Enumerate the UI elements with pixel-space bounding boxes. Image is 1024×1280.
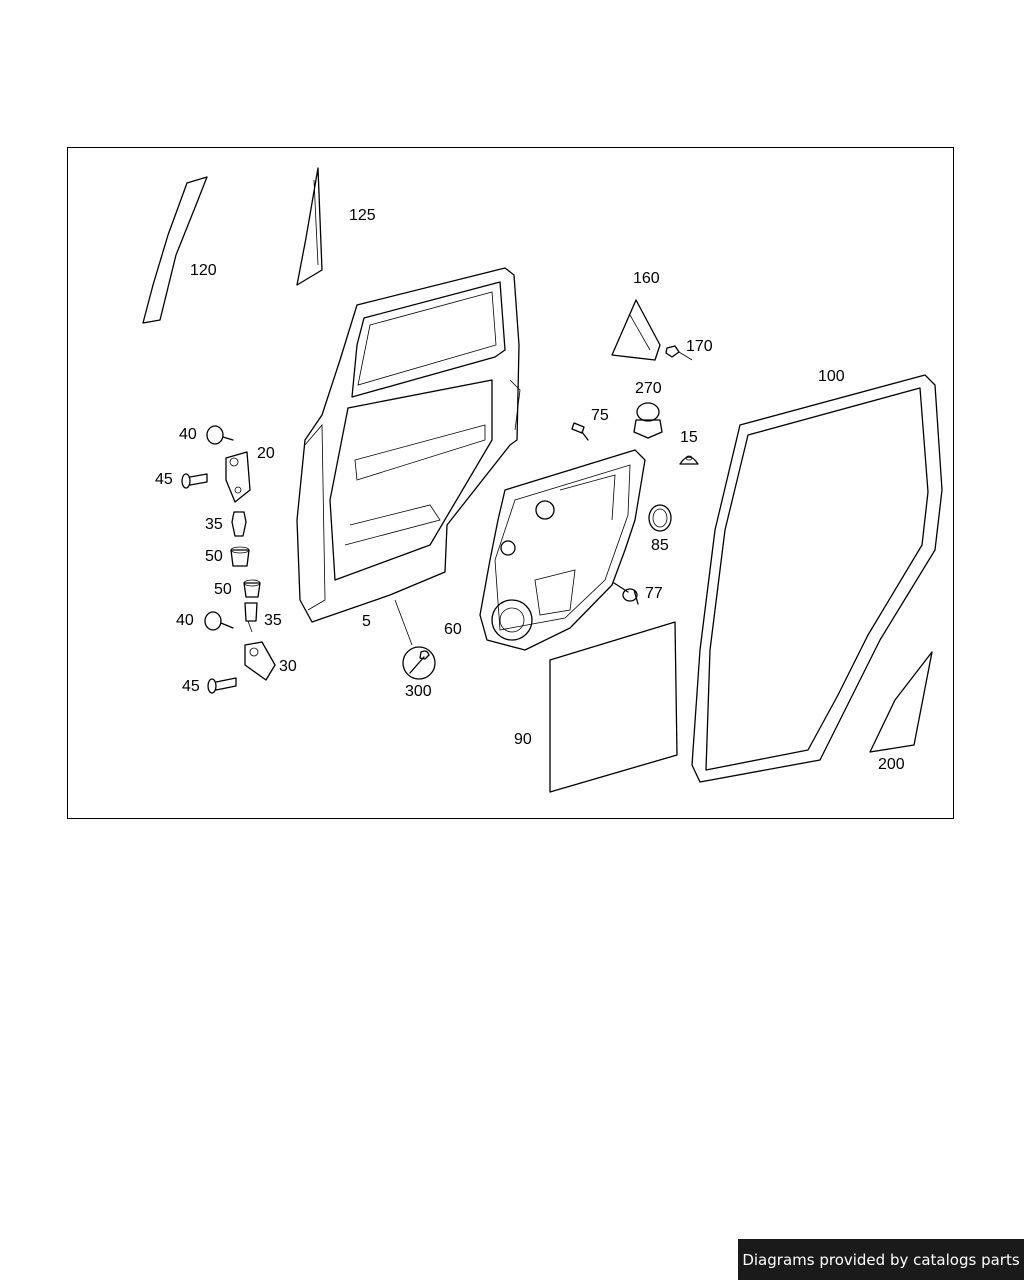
label-60: 60	[444, 621, 462, 638]
part-120-trim-strip[interactable]	[142, 176, 208, 324]
part-35-pin-lower[interactable]	[244, 602, 258, 633]
label-50-upper: 50	[205, 548, 223, 565]
label-125: 125	[349, 207, 376, 224]
part-85-ring[interactable]	[648, 504, 672, 532]
part-30-hinge-lower[interactable]	[244, 641, 276, 681]
part-100-door-seal[interactable]	[691, 374, 943, 783]
label-300: 300	[405, 683, 432, 700]
diagram-frame	[67, 147, 954, 819]
part-35-pin-upper[interactable]	[231, 511, 247, 537]
label-85: 85	[651, 537, 669, 554]
part-60-regulator-panel[interactable]	[479, 449, 646, 651]
label-35-upper: 35	[205, 516, 223, 533]
label-200: 200	[878, 756, 905, 773]
label-35-lower: 35	[264, 612, 282, 629]
part-50-bush-upper[interactable]	[230, 546, 250, 567]
part-90-foil-sheet[interactable]	[549, 621, 678, 793]
label-120: 120	[190, 262, 217, 279]
part-75-screw[interactable]	[571, 422, 589, 441]
label-30: 30	[279, 658, 297, 675]
part-45-screw-lower[interactable]	[207, 677, 237, 694]
label-40-upper: 40	[179, 426, 197, 443]
part-125-triangle-trim[interactable]	[296, 167, 323, 286]
label-90: 90	[514, 731, 532, 748]
part-77-bolt[interactable]	[613, 582, 639, 605]
part-160-cover[interactable]	[611, 299, 661, 361]
part-170-clip[interactable]	[665, 345, 693, 361]
label-50-lower: 50	[214, 581, 232, 598]
part-40-bolt-upper[interactable]	[206, 425, 234, 445]
label-20: 20	[257, 445, 275, 462]
part-50-bush-lower[interactable]	[243, 579, 261, 598]
label-45-upper: 45	[155, 471, 173, 488]
label-170: 170	[686, 338, 713, 355]
leader-300	[394, 599, 413, 646]
label-160: 160	[633, 270, 660, 287]
footer-banner: Diagrams provided by catalogs parts	[738, 1239, 1024, 1280]
part-45-screw-upper[interactable]	[181, 473, 208, 489]
label-45-lower: 45	[182, 678, 200, 695]
label-15: 15	[680, 429, 698, 446]
label-270: 270	[635, 380, 662, 397]
part-300-tool-symbol[interactable]	[402, 646, 436, 680]
part-5-door-shell[interactable]	[296, 267, 521, 623]
part-20-hinge-upper[interactable]	[225, 451, 251, 503]
part-270-grommet[interactable]	[633, 402, 663, 439]
label-40-lower: 40	[176, 612, 194, 629]
label-77: 77	[645, 585, 663, 602]
label-100: 100	[818, 368, 845, 385]
part-40-bolt-lower[interactable]	[204, 611, 234, 631]
part-200-trim[interactable]	[869, 651, 933, 753]
label-5: 5	[362, 613, 371, 630]
label-75: 75	[591, 407, 609, 424]
part-15-cap[interactable]	[679, 455, 699, 465]
